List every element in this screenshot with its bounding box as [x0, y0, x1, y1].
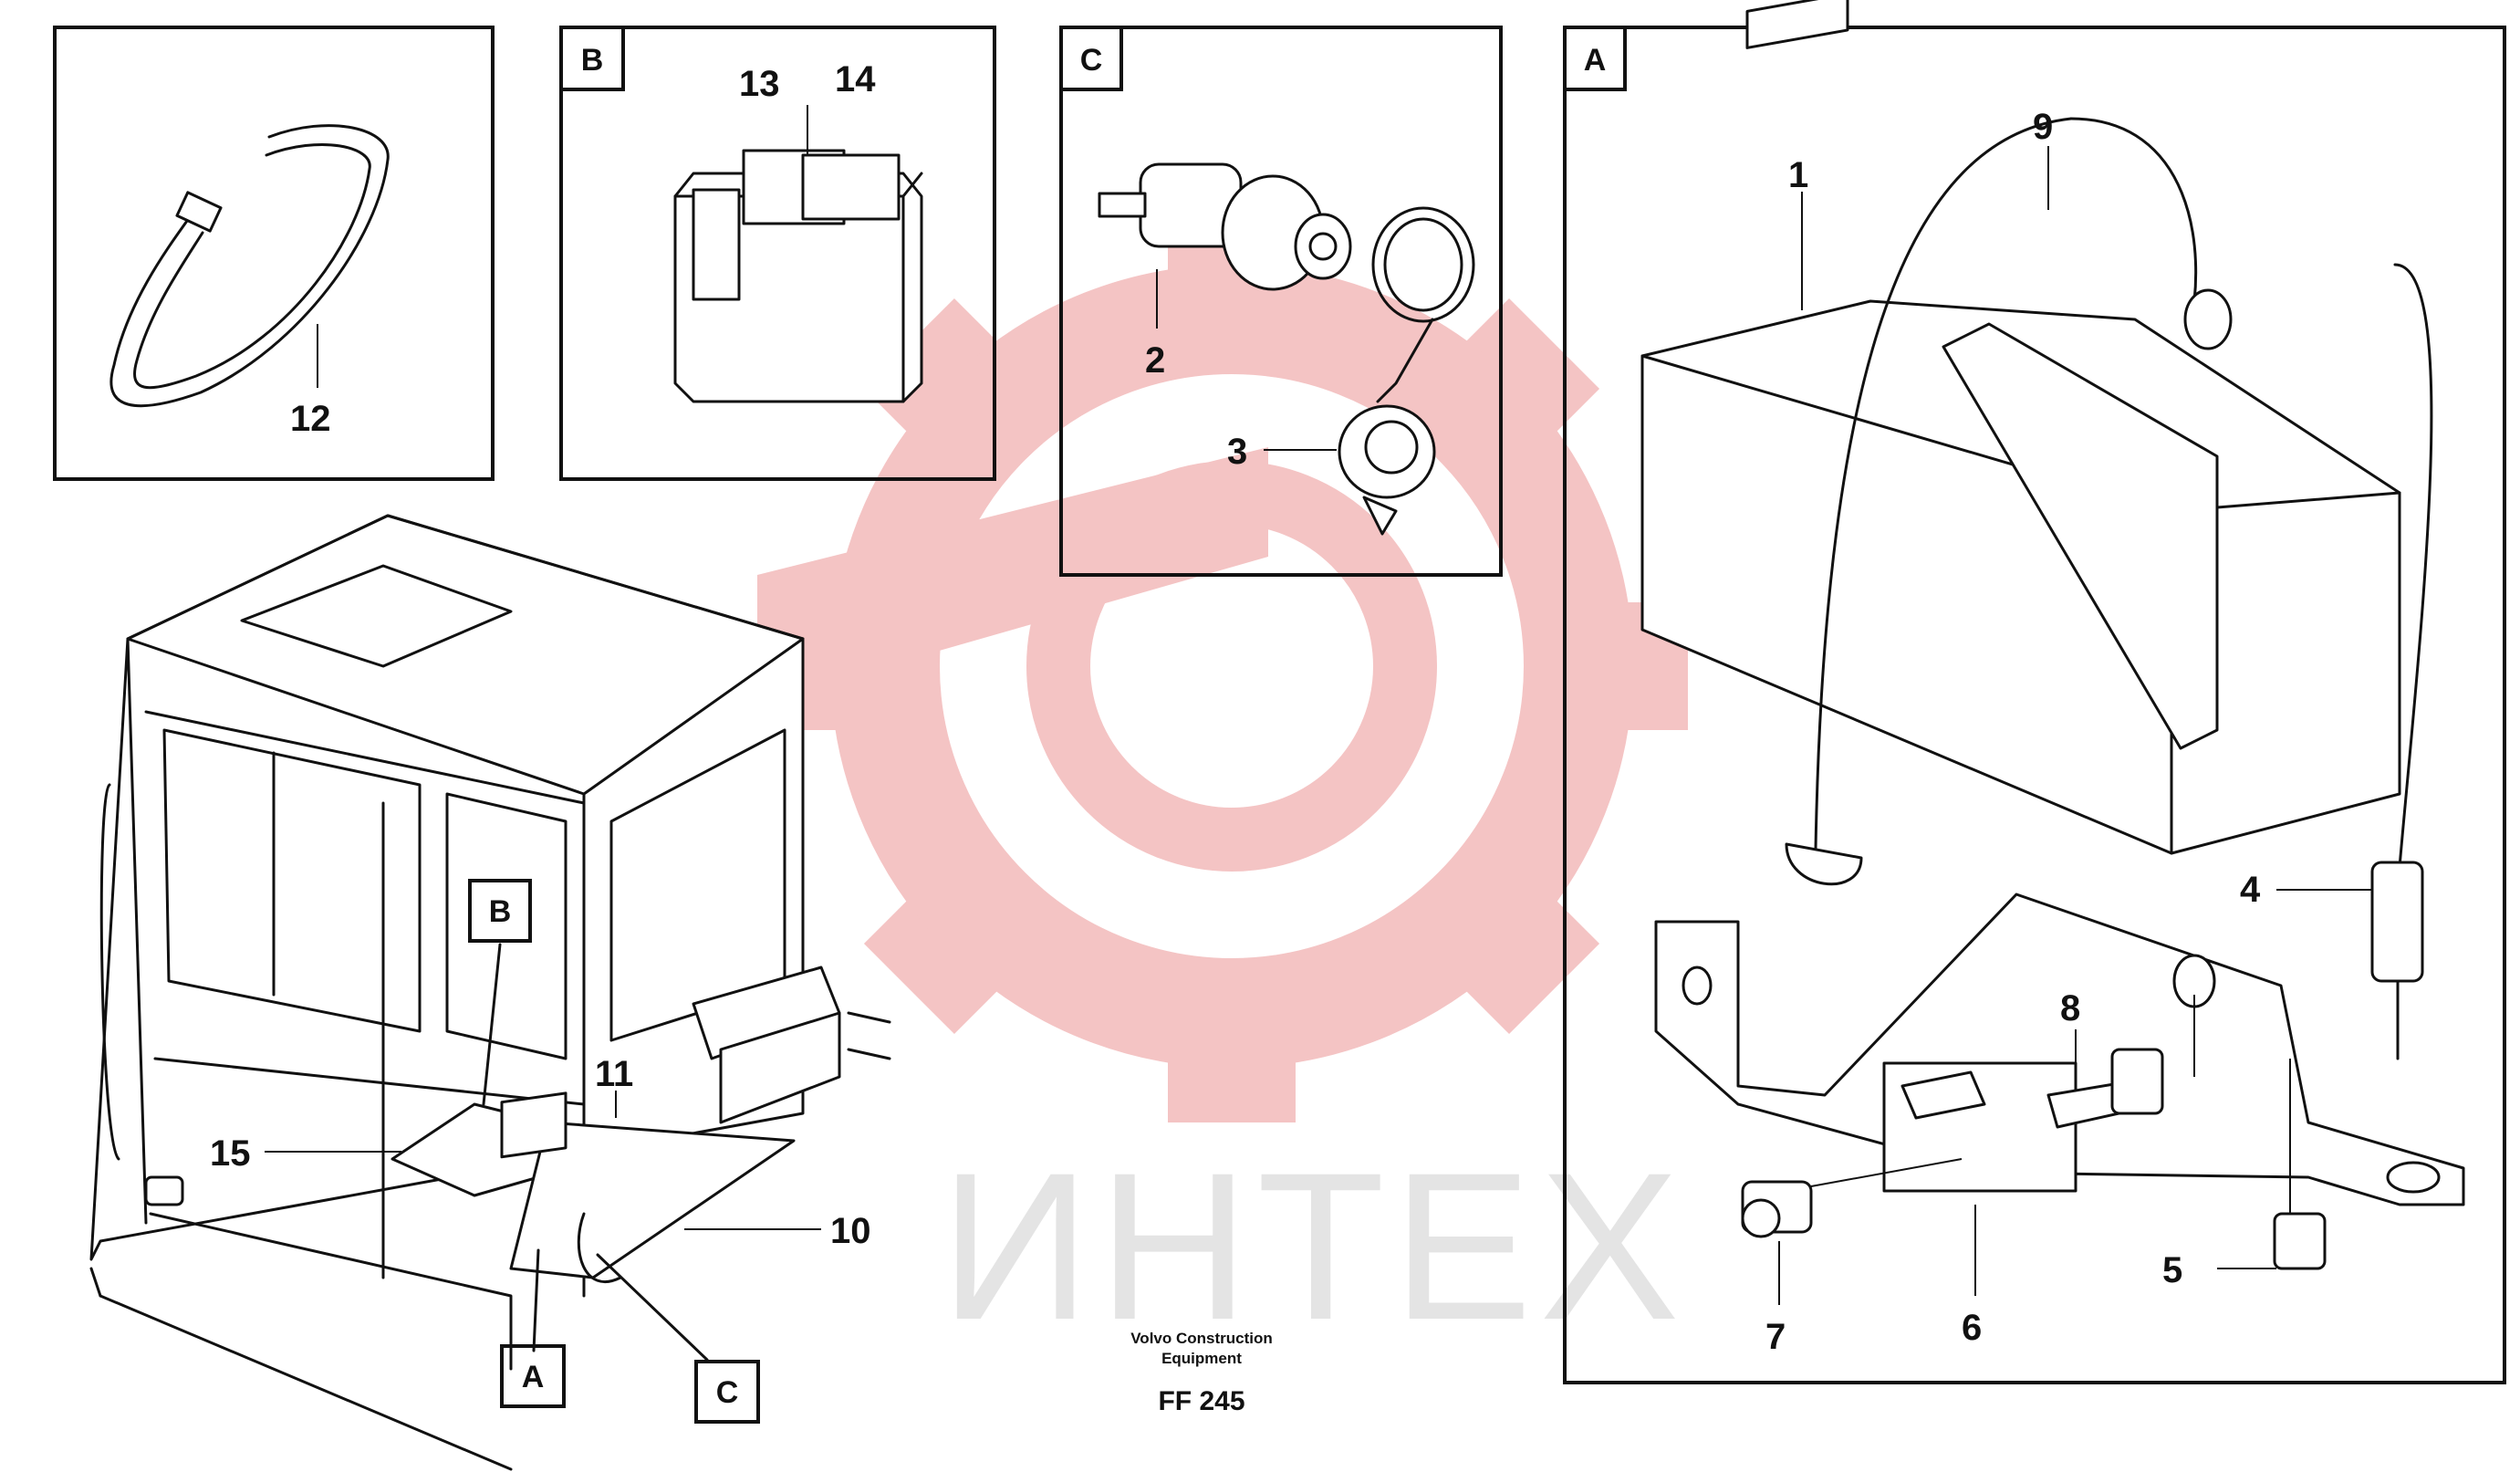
marker-c-label: C — [716, 1375, 739, 1410]
socket-illustration — [1098, 162, 1475, 536]
cable-tie-illustration — [109, 124, 390, 408]
company-name-line2: Equipment — [1161, 1350, 1242, 1367]
callout-9: 9 — [2033, 107, 2053, 147]
callout-1: 1 — [1788, 155, 1808, 195]
battery-box-illustration — [1640, 0, 2465, 1270]
diagram-code: FF 245 — [1158, 1386, 1244, 1416]
panel-c: C 2 3 — [1059, 26, 1503, 577]
callout-15: 15 — [210, 1133, 251, 1174]
marker-a: A — [500, 1344, 566, 1408]
callout-6: 6 — [1962, 1308, 1982, 1348]
watermark-text: ИНТЕХ — [940, 1129, 1687, 1363]
cab-illustration — [89, 514, 891, 1471]
callout-7: 7 — [1765, 1317, 1786, 1357]
callout-13: 13 — [739, 64, 780, 104]
callout-8: 8 — [2060, 988, 2080, 1028]
callout-14: 14 — [835, 59, 876, 99]
callout-3: 3 — [1227, 432, 1247, 472]
panel-c-label: C — [1080, 43, 1103, 78]
panel-clip: 12 — [53, 26, 495, 481]
relay-illustration — [673, 149, 923, 403]
marker-a-label: A — [522, 1360, 545, 1394]
callout-10: 10 — [830, 1211, 871, 1251]
panel-b-label: B — [581, 43, 604, 78]
panel-a: A — [1563, 0, 2506, 1384]
company-name-line1: Volvo Construction — [1130, 1330, 1273, 1347]
marker-c: C — [694, 1360, 760, 1424]
callout-2: 2 — [1145, 340, 1165, 381]
callout-11: 11 — [595, 1054, 633, 1094]
marker-b-label: B — [489, 894, 512, 929]
panel-b: B 13 14 — [559, 26, 996, 481]
panel-a-label: A — [1584, 43, 1607, 78]
callout-5: 5 — [2162, 1250, 2182, 1290]
callout-12: 12 — [290, 399, 331, 439]
callout-4: 4 — [2240, 870, 2261, 910]
marker-b: B — [468, 879, 532, 943]
